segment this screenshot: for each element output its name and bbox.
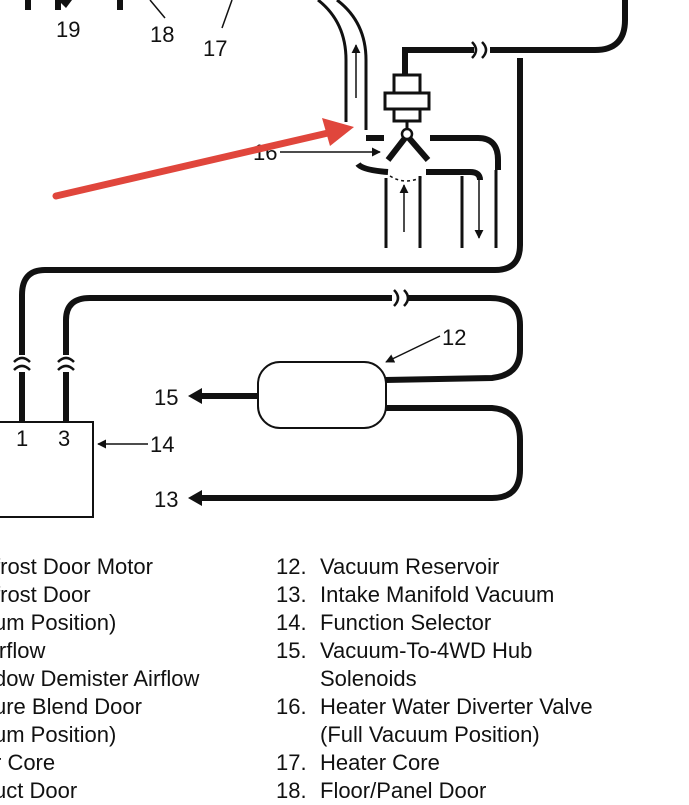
leader-17 xyxy=(221,0,233,29)
legend-item: frost Door xyxy=(0,582,91,607)
legend-left: frost Door Motor frost Door um Position)… xyxy=(0,553,199,805)
legend-item: uct Door xyxy=(0,778,78,803)
selector-hoses xyxy=(19,372,69,422)
legend-text: Vacuum-To-4WD Hub xyxy=(320,638,533,663)
valve-housing xyxy=(366,135,501,170)
legend-item: 18. Floor/Panel Door xyxy=(276,777,593,805)
legend-item: r Core xyxy=(0,750,56,775)
legend-item: Solenoids xyxy=(276,665,593,693)
water-pipes xyxy=(384,170,498,248)
legend-right: 12. Vacuum Reservoir 13. Intake Manifold V… xyxy=(276,553,593,805)
legend-text: Floor/Panel Door xyxy=(320,778,487,803)
legend-item: um Position) xyxy=(0,722,117,747)
reservoir-loop-line xyxy=(63,295,523,383)
callout-14: 14 xyxy=(150,432,174,457)
selector-hose-couplers xyxy=(13,356,75,371)
legend-number xyxy=(276,665,320,693)
legend-text: Heater Core xyxy=(320,750,440,775)
heater-core-pipe-inner xyxy=(336,0,368,130)
legend-text: Vacuum Reservoir xyxy=(320,554,500,579)
heater-core-pipe-outer xyxy=(317,0,348,122)
legend-item: 16. Heater Water Diverter Valve xyxy=(276,693,593,721)
legend-item: 17. Heater Core xyxy=(276,749,593,777)
callout-19: 19 xyxy=(56,17,80,42)
legend-item: ure Blend Door xyxy=(0,694,142,719)
legend-item: frost Door Motor xyxy=(0,554,153,579)
legend-item: irflow xyxy=(0,638,46,663)
legend-item: um Position) xyxy=(0,610,117,635)
arrow-15-icon xyxy=(188,388,202,404)
port-1-label: 1 xyxy=(16,426,28,451)
legend-number: 16. xyxy=(276,694,307,719)
diamond-19-icon xyxy=(58,0,72,8)
legend-text: Intake Manifold Vacuum xyxy=(320,582,555,607)
legend-text: Function Selector xyxy=(320,610,492,635)
legend-number: 18. xyxy=(276,778,307,803)
selector-port1-line xyxy=(19,58,523,355)
legend-item: 14. Function Selector xyxy=(276,609,593,637)
vacuum-system-diagram: 19 18 17 16 xyxy=(0,0,628,518)
callout-13: 13 xyxy=(154,487,178,512)
port-3-label: 3 xyxy=(58,426,70,451)
legend-number: 17. xyxy=(276,750,307,775)
main-vacuum-line xyxy=(402,0,628,75)
callout-18: 18 xyxy=(150,22,174,47)
top-hose-stubs xyxy=(25,0,123,10)
legend-item: 13. Intake Manifold Vacuum xyxy=(276,581,593,609)
intake-manifold-line xyxy=(200,405,523,501)
line-coupler-loop-icon xyxy=(393,289,410,307)
vacuum-reservoir xyxy=(257,361,387,429)
legend-text: Heater Water Diverter Valve xyxy=(320,694,593,719)
legend-number: 14. xyxy=(276,610,307,635)
legend-item: 12. Vacuum Reservoir xyxy=(276,553,593,581)
callout-15: 15 xyxy=(154,385,178,410)
legend-number: 15. xyxy=(276,638,307,663)
legend-number: 12. xyxy=(276,554,307,579)
legend-item: (Full Vacuum Position) xyxy=(276,721,593,749)
callout-17: 17 xyxy=(203,36,227,61)
legend-number xyxy=(276,721,320,749)
legend-item: dow Demister Airflow xyxy=(0,666,200,691)
legend-item: 15. Vacuum-To-4WD Hub xyxy=(276,637,593,665)
legend-number: 13. xyxy=(276,582,307,607)
callout-12: 12 xyxy=(442,325,466,350)
arrow-13-icon xyxy=(188,490,202,506)
valve-lower-housing xyxy=(355,161,483,181)
legend-text: (Full Vacuum Position) xyxy=(320,722,540,747)
annotation-arrow xyxy=(52,118,354,200)
leader-18 xyxy=(149,0,166,19)
diverter-valve xyxy=(383,73,431,162)
leader-12 xyxy=(385,335,441,363)
function-selector xyxy=(0,421,94,518)
legend-text: Solenoids xyxy=(320,666,417,691)
line-coupler-top-icon xyxy=(471,41,488,59)
